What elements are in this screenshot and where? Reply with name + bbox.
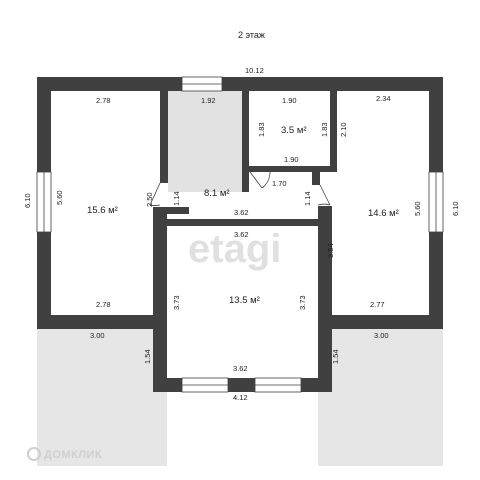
- bath-height-right: 1.83: [320, 122, 329, 137]
- domclick-icon: [27, 447, 41, 461]
- center-height-left: 3.73: [172, 295, 181, 310]
- doors: [149, 171, 331, 206]
- center-width-top: 3.62: [234, 230, 249, 239]
- bath-height-left: 1.83: [257, 122, 266, 137]
- center-width-bottom: 3.62: [233, 364, 248, 373]
- dim-small: 2.50: [145, 192, 154, 207]
- right-width-top: 2.34: [376, 94, 391, 103]
- hall-height-right: 1.14: [303, 191, 312, 206]
- right-height-right: 5.60: [413, 201, 422, 216]
- hall-width-b: 3.62: [234, 208, 249, 217]
- floor-title: 2 этаж: [238, 30, 265, 40]
- bath-width-bottom: 1.90: [284, 155, 299, 164]
- bath-width-top: 1.90: [282, 96, 297, 105]
- dim-top: 10.12: [245, 66, 264, 75]
- windows: [36, 76, 444, 393]
- terrace-left: [37, 329, 167, 466]
- terrace-right: [318, 329, 443, 466]
- right-width-bottom: 2.77: [370, 300, 385, 309]
- dim-side-left: 6.10: [23, 193, 32, 208]
- walls: [37, 77, 443, 392]
- right-height-top-left: 2.10: [339, 122, 348, 137]
- left-area: 15.6 м²: [87, 205, 118, 216]
- center-height-right: 3.73: [298, 295, 307, 310]
- hall-height-left: 1.14: [172, 191, 181, 206]
- dim-terrace-depth-right: 1.54: [331, 349, 340, 364]
- left-height-left: 5.60: [55, 190, 64, 205]
- dim-bottom: 4.12: [233, 393, 248, 402]
- etagi-watermark: etagi: [188, 227, 281, 271]
- stair-width: 1.92: [201, 96, 216, 105]
- hall-width-a: 1.70: [272, 179, 287, 188]
- right-height-left: 3.54: [326, 243, 335, 258]
- dim-side-right: 6.10: [451, 201, 460, 216]
- dim-terrace-depth-left: 1.54: [143, 349, 152, 364]
- domclick-watermark: ДОМКЛИК: [44, 449, 102, 461]
- left-width-bottom: 2.78: [96, 300, 111, 309]
- dim-terrace-left: 3.00: [90, 331, 105, 340]
- domclick-logo: ДОМКЛИК: [27, 447, 102, 461]
- stair-well: [168, 91, 242, 192]
- center-area: 13.5 м²: [229, 295, 260, 306]
- left-width-top: 2.78: [96, 96, 111, 105]
- dim-terrace-right: 3.00: [374, 331, 389, 340]
- bath-area: 3.5 м²: [281, 125, 307, 136]
- hall-area: 8.1 м²: [204, 188, 230, 199]
- right-area: 14.6 м²: [368, 208, 399, 219]
